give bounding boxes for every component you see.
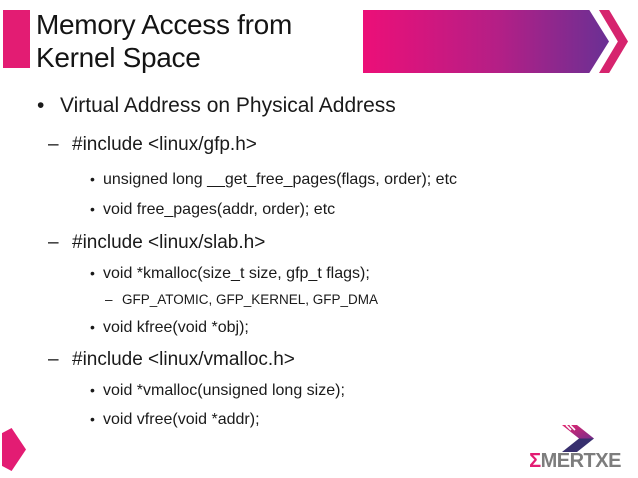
bullet-item-level2: – #include <linux/slab.h>	[0, 230, 638, 256]
corner-arrow-decoration	[2, 428, 26, 471]
bullet-text: #include <linux/slab.h>	[72, 232, 266, 253]
bullet-item-level3: • void vfree(void *addr);	[0, 408, 638, 431]
bullet-item-level3: • unsigned long __get_free_pages(flags, …	[0, 168, 638, 191]
bullet-text: void kfree(void *obj);	[103, 319, 249, 336]
bullet-text: unsigned long __get_free_pages(flags, or…	[103, 171, 458, 188]
bullet-item-level4: – GFP_ATOMIC, GFP_KERNEL, GFP_DMA	[0, 291, 638, 308]
bullet-item-level3: • void kfree(void *obj);	[0, 316, 638, 339]
logo-brand-name: MERTXE	[540, 450, 622, 472]
bullet-text: GFP_ATOMIC, GFP_KERNEL, GFP_DMA	[122, 292, 379, 307]
bullet-text: void *vmalloc(unsigned long size);	[103, 382, 345, 399]
bullet-item-level3: • void *vmalloc(unsigned long size);	[0, 379, 638, 402]
dash-marker: –	[105, 292, 113, 307]
bullet-marker: •	[90, 201, 95, 217]
header-banner-gradient	[363, 10, 609, 73]
mertxe-logo: ΣMERTXE	[520, 425, 630, 472]
title-line-2: Kernel Space	[36, 42, 201, 73]
bullet-marker: •	[90, 319, 95, 335]
dash-marker: –	[48, 232, 59, 253]
logo-chevron-icon	[562, 425, 594, 452]
bullet-item-level2: – #include <linux/gfp.h>	[0, 132, 638, 158]
title-line-1: Memory Access from	[36, 9, 292, 40]
bullet-item-level2: – #include <linux/vmalloc.h>	[0, 347, 638, 373]
bullet-item-level3: • void free_pages(addr, order); etc	[0, 198, 638, 221]
bullet-text: void vfree(void *addr);	[103, 411, 260, 428]
logo-wordmark: ΣMERTXE	[520, 450, 630, 472]
bullet-marker: •	[90, 411, 95, 427]
slide-body: • Virtual Address on Physical Address – …	[0, 92, 638, 431]
title-accent-bar	[3, 10, 30, 68]
bullet-text: void *kmalloc(size_t size, gfp_t flags);	[103, 265, 370, 282]
bullet-text: Virtual Address on Physical Address	[60, 94, 396, 117]
dash-marker: –	[48, 134, 59, 155]
dash-marker: –	[48, 349, 59, 370]
bullet-text: #include <linux/gfp.h>	[72, 134, 257, 155]
bullet-item-level1: • Virtual Address on Physical Address	[0, 92, 638, 120]
logo-sigma: Σ	[529, 450, 541, 472]
bullet-marker: •	[90, 265, 95, 281]
bullet-marker: •	[90, 171, 95, 187]
bullet-item-level3: • void *kmalloc(size_t size, gfp_t flags…	[0, 262, 638, 285]
bullet-text: #include <linux/vmalloc.h>	[72, 349, 295, 370]
bullet-marker: •	[90, 382, 95, 398]
bullet-marker: •	[37, 94, 45, 117]
bullet-text: void free_pages(addr, order); etc	[103, 201, 336, 218]
